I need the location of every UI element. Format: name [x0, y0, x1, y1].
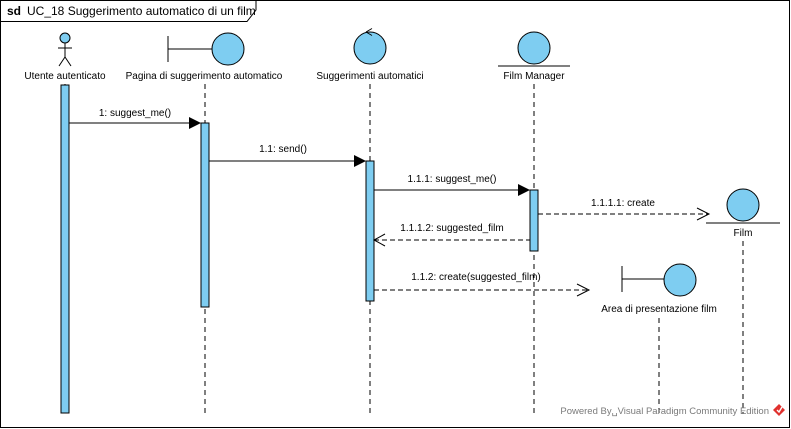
message-1-1-1[interactable]: 1.1.1: suggest_me() — [374, 174, 530, 196]
visual-paradigm-logo-icon — [773, 404, 785, 416]
message-1-1-2[interactable]: 1.1.2: create(suggested_film) — [374, 272, 591, 297]
message-label: 1.1: send() — [259, 144, 307, 155]
lifeline-film-manager[interactable]: Film Manager — [498, 31, 570, 414]
boundary-icon — [167, 32, 245, 66]
lifeline-label: Utente autenticato — [24, 71, 106, 82]
activation-bar — [200, 122, 210, 308]
message-label: 1.1.1.2: suggested_film — [400, 223, 503, 234]
message-label: 1.1.1.1: create — [591, 198, 655, 209]
lifeline-film[interactable]: Film — [706, 188, 780, 414]
arrowhead-filled — [518, 184, 530, 196]
frame-title: UC_18 Suggerimento automatico di un film — [27, 4, 256, 18]
entity-icon — [498, 31, 570, 67]
lifeline-suggerimenti-automatici[interactable]: Suggerimenti automatici — [316, 28, 424, 415]
lifeline-label: Area di presentazione film — [601, 304, 717, 315]
lifeline-label: Pagina di suggerimento automatico — [126, 71, 283, 82]
arrowhead-open — [576, 283, 591, 297]
activation-bar — [365, 160, 375, 302]
entity-icon — [706, 188, 780, 224]
message-1-1-1-2[interactable]: 1.1.1.2: suggested_film — [372, 223, 530, 247]
message-label: 1: suggest_me() — [99, 108, 171, 119]
lifeline-label: Film — [734, 228, 753, 239]
lifeline-label: Film Manager — [503, 71, 565, 82]
message-1-1-1-1[interactable]: 1.1.1.1: create — [538, 198, 711, 221]
boundary-icon — [621, 263, 697, 297]
arrowhead-filled — [189, 117, 201, 129]
frame-tab — [0, 0, 257, 22]
activation-bar — [60, 84, 70, 414]
lifeline-utente-autenticato[interactable]: Utente autenticato — [24, 32, 106, 414]
watermark-text: Powered By␣Visual Paradigm Community Edi… — [560, 406, 769, 417]
actor-icon — [58, 32, 72, 67]
frame-keyword: sd — [7, 4, 21, 18]
watermark: Powered By␣Visual Paradigm Community Edi… — [560, 404, 785, 417]
arrowhead-filled — [354, 155, 366, 167]
message-1[interactable]: 1: suggest_me() — [69, 108, 201, 129]
arrowhead-open — [372, 233, 386, 247]
message-label: 1.1.1: suggest_me() — [408, 174, 497, 185]
message-1-1[interactable]: 1.1: send() — [209, 144, 366, 167]
lifeline-area-presentazione[interactable]: Area di presentazione film — [601, 263, 717, 414]
message-label: 1.1.2: create(suggested_film) — [411, 272, 541, 283]
activation-bar — [529, 189, 539, 252]
control-icon — [353, 28, 387, 65]
lifeline-label: Suggerimenti automatici — [316, 71, 423, 82]
lifeline-pagina[interactable]: Pagina di suggerimento automatico — [126, 32, 283, 414]
arrowhead-open — [696, 207, 711, 221]
